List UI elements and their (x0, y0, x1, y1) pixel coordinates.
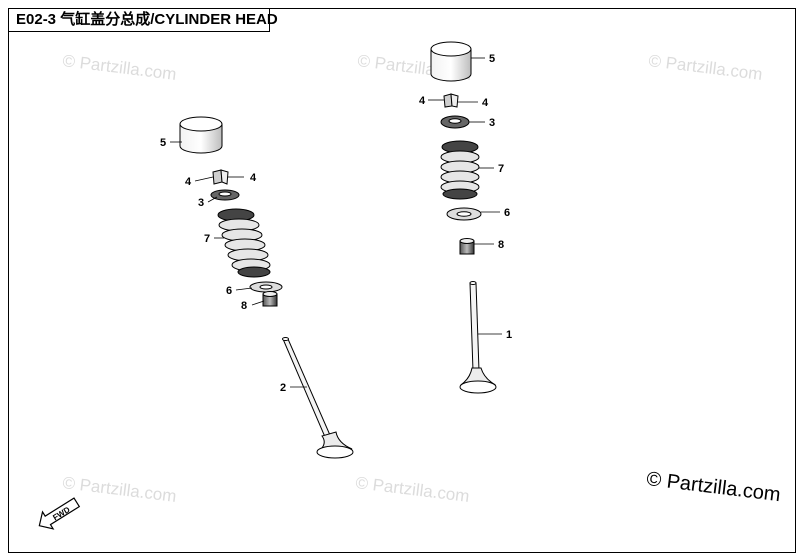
diagram-title: E02-3 气缸盖分总成/CYLINDER HEAD (8, 8, 278, 32)
right-spring (440, 140, 480, 200)
watermark: © Partzilla.com (648, 51, 764, 84)
left-tappet (179, 116, 223, 154)
right-retainer (440, 115, 470, 129)
left-spring-seat (249, 281, 283, 293)
watermarks: © Partzilla.com © Partzilla.com © Partzi… (62, 51, 764, 506)
callout-right-8: 8 (498, 239, 504, 251)
callout-right-4a: 4 (419, 95, 426, 107)
callout-right-4b: 4 (482, 97, 489, 109)
left-valve-assembly: 5 4 4 3 7 6 8 2 (160, 116, 354, 459)
left-retainer (210, 189, 240, 201)
callout-left-2: 2 (280, 382, 286, 394)
callout-left-7: 7 (204, 233, 210, 245)
callout-left-4b: 4 (250, 172, 257, 184)
callout-left-3: 3 (198, 197, 204, 209)
right-tappet (430, 41, 472, 82)
left-leader-lines (170, 141, 307, 388)
right-valve (459, 281, 497, 394)
callout-right-3: 3 (489, 117, 495, 129)
watermark: © Partzilla.com (62, 51, 178, 84)
left-cotters (212, 169, 229, 185)
right-stem-seal (459, 238, 475, 255)
callout-right-7: 7 (498, 163, 504, 175)
watermark: © Partzilla.com (355, 473, 471, 506)
left-valve (282, 337, 354, 459)
callout-right-1: 1 (506, 329, 512, 341)
left-stem-seal (262, 291, 278, 307)
right-valve-assembly: 5 4 4 3 7 6 8 1 (419, 41, 512, 394)
fwd-arrow-icon: FWD (38, 497, 81, 530)
callout-left-6: 6 (226, 285, 232, 297)
callout-right-6: 6 (504, 207, 510, 219)
callout-right-5: 5 (489, 53, 495, 65)
right-cotters (443, 93, 459, 108)
right-spring-seat (446, 207, 482, 221)
diagram-frame (8, 8, 796, 553)
callout-left-4a: 4 (185, 176, 192, 188)
watermark: © Partzilla.com (62, 473, 178, 506)
right-leader-lines (428, 57, 502, 335)
left-spring (217, 208, 271, 278)
callout-left-5: 5 (160, 137, 166, 149)
callout-left-8: 8 (241, 300, 247, 312)
